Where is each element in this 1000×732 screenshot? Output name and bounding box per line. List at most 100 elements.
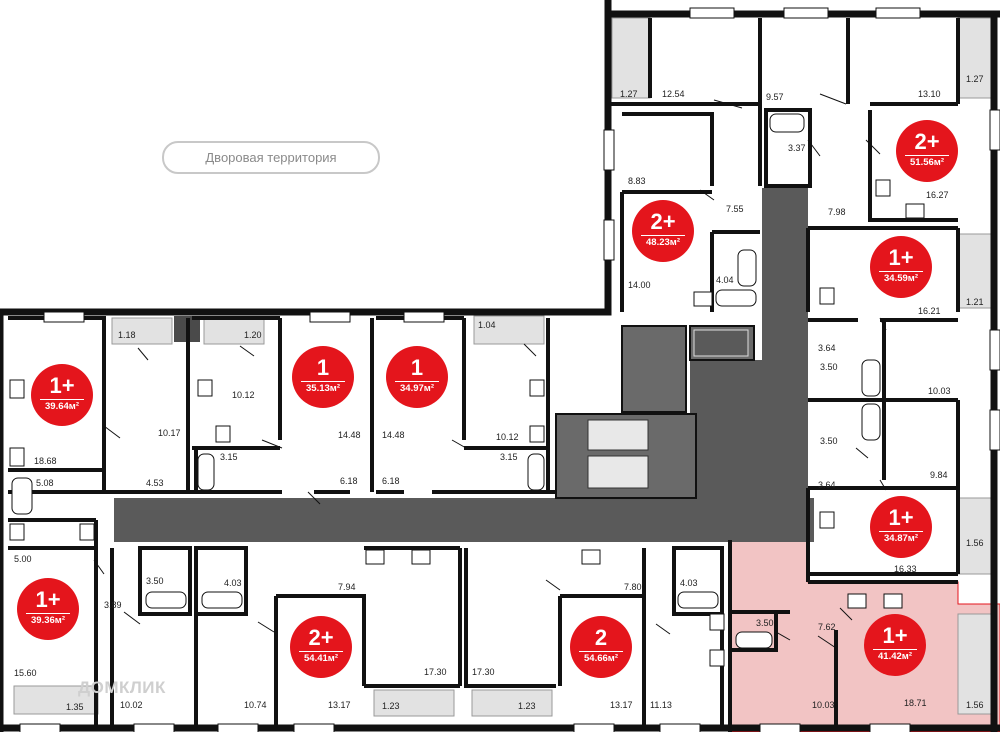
kitchen-stoves <box>9 179 925 667</box>
room-area: 6.18 <box>382 476 400 486</box>
room-area: 4.03 <box>680 578 698 588</box>
room-area: 7.98 <box>828 207 846 217</box>
room-area: 7.80 <box>624 582 642 592</box>
room-area: 1.56 <box>966 700 984 710</box>
room-area: 16.21 <box>918 306 941 316</box>
room-area: 1.20 <box>244 330 262 340</box>
room-area: 16.27 <box>926 190 949 200</box>
room-area: 1.56 <box>966 538 984 548</box>
room-area: 11.13 <box>650 700 672 710</box>
room-area: 1.04 <box>478 320 496 330</box>
apartment-badge[interactable]: 1 34.97м² <box>386 346 448 408</box>
apartment-badge[interactable]: 1+ 34.87м² <box>870 496 932 558</box>
apartment-badge-selected[interactable]: 1+ 41.42м² <box>864 614 926 676</box>
room-area: 1.35 <box>66 702 84 712</box>
room-area: 8.83 <box>628 176 646 186</box>
room-area: 16.33 <box>894 564 917 574</box>
apartment-area: 39.36м² <box>26 613 70 627</box>
room-area: 1.27 <box>966 74 984 84</box>
apartment-area: 51.56м² <box>905 155 949 169</box>
apartment-area: 54.41м² <box>299 651 343 665</box>
room-area: 4.53 <box>146 478 164 488</box>
bathtubs <box>11 113 881 649</box>
room-area: 15.60 <box>14 668 37 678</box>
room-area: 9.57 <box>766 92 784 102</box>
room-area: 3.50 <box>820 436 838 446</box>
room-area: 14.00 <box>628 280 651 290</box>
apartment-area: 48.23м² <box>641 235 685 249</box>
apartment-area: 54.66м² <box>579 651 623 665</box>
room-area: 3.64 <box>818 480 836 490</box>
room-area: 13.17 <box>328 700 351 710</box>
room-area: 10.02 <box>120 700 143 710</box>
yard-label: Дворовая территория <box>162 141 380 174</box>
room-area: 10.12 <box>496 432 519 442</box>
room-area: 17.30 <box>472 667 495 677</box>
room-area: 3.15 <box>500 452 518 462</box>
room-area: 1.18 <box>118 330 136 340</box>
stairwell <box>174 316 755 499</box>
room-area: 1.23 <box>382 701 400 711</box>
interior-walls <box>8 18 960 732</box>
room-area: 12.54 <box>662 89 685 99</box>
apartment-area: 34.59м² <box>879 271 923 285</box>
apartment-badge[interactable]: 1+ 34.59м² <box>870 236 932 298</box>
apartment-rooms: 1 <box>410 355 424 380</box>
room-area: 10.03 <box>928 386 951 396</box>
apartment-badge[interactable]: 1+ 39.64м² <box>31 364 93 426</box>
room-area: 17.30 <box>424 667 447 677</box>
apartment-area: 35.13м² <box>301 381 345 395</box>
room-area: 3.64 <box>818 343 836 353</box>
room-area: 18.68 <box>34 456 57 466</box>
room-area: 1.21 <box>966 297 984 307</box>
apartment-badge[interactable]: 2+ 48.23м² <box>632 200 694 262</box>
room-area: 7.62 <box>818 622 836 632</box>
room-area: 14.48 <box>338 430 361 440</box>
room-area: 6.18 <box>340 476 358 486</box>
room-area: 3.50 <box>146 576 164 586</box>
apartment-area: 34.87м² <box>879 531 923 545</box>
door-swings <box>93 93 887 649</box>
room-area: 9.84 <box>930 470 948 480</box>
apartment-rooms: 1+ <box>49 373 75 398</box>
apartment-rooms: 2 <box>594 625 608 650</box>
room-area: 4.03 <box>224 578 242 588</box>
room-area: 3.50 <box>756 618 774 628</box>
apartment-rooms: 2+ <box>914 129 940 154</box>
corridor <box>114 188 814 542</box>
watermark-logo: ДОМКЛИК <box>78 678 166 697</box>
room-area: 3.89 <box>104 600 122 610</box>
windows <box>19 7 1000 732</box>
room-area: 1.23 <box>518 701 536 711</box>
apartment-rooms: 1+ <box>882 623 908 648</box>
room-area: 3.15 <box>220 452 238 462</box>
room-area: 7.94 <box>338 582 356 592</box>
room-area: 3.37 <box>788 143 806 153</box>
room-area: 18.71 <box>904 698 927 708</box>
room-area: 13.17 <box>610 700 633 710</box>
apartment-rooms: 1+ <box>35 587 61 612</box>
room-area: 7.55 <box>726 204 744 214</box>
room-area: 10.17 <box>158 428 181 438</box>
apartment-rooms: 1 <box>316 355 330 380</box>
room-area: 3.50 <box>820 362 838 372</box>
room-area: 1.27 <box>620 89 638 99</box>
apartment-area: 39.64м² <box>40 399 84 413</box>
balconies <box>13 17 995 717</box>
room-area: 5.00 <box>14 554 32 564</box>
apartment-area: 41.42м² <box>873 649 917 663</box>
apartment-rooms: 2+ <box>650 209 676 234</box>
room-area: 13.10 <box>918 89 941 99</box>
apartment-badge[interactable]: 1+ 39.36м² <box>17 578 79 640</box>
room-area: 10.74 <box>244 700 267 710</box>
room-area: 5.08 <box>36 478 54 488</box>
room-area: 10.03 <box>812 700 835 710</box>
apartment-area: 34.97м² <box>395 381 439 395</box>
apartment-badge[interactable]: 2+ 54.41м² <box>290 616 352 678</box>
room-area: 4.04 <box>716 275 734 285</box>
apartment-badge[interactable]: 1 35.13м² <box>292 346 354 408</box>
room-area: 10.12 <box>232 390 255 400</box>
apartment-badge[interactable]: 2 54.66м² <box>570 616 632 678</box>
apartment-badge[interactable]: 2+ 51.56м² <box>896 120 958 182</box>
